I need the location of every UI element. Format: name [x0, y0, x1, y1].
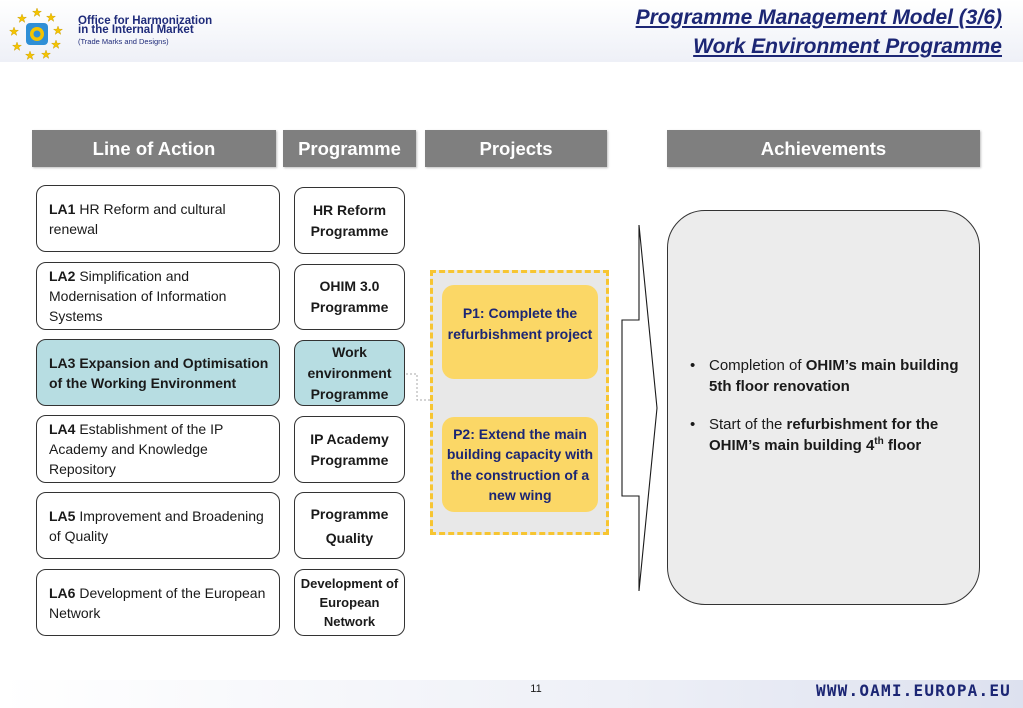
la-description: Simplification and Modernisation of Info…	[49, 268, 227, 324]
organization-subtitle: (Trade Marks and Designs)	[78, 37, 169, 46]
achievement-emphasis: OHIM’s main building 5th floor renovatio…	[709, 357, 959, 395]
footer-band	[0, 680, 1023, 708]
achievement-text: Start of the	[709, 416, 787, 433]
la-description: Improvement and Broadening of Quality	[49, 507, 264, 544]
la-description: HR Reform and cultural renewal	[49, 200, 226, 237]
line-of-action-la4: LA4 Establishment of the IP Academy and …	[36, 415, 280, 483]
la-text: LA6 Development of the European Network	[49, 583, 269, 623]
website-url[interactable]: WWW.OAMI.EUROPA.EU	[816, 681, 1011, 700]
achievement-text: Completion of	[709, 357, 806, 374]
la-text: LA3 Expansion and Optimisation of the Wo…	[49, 353, 269, 393]
achievements-list: • Completion of OHIM’s main building 5th…	[690, 355, 960, 473]
la-code: LA4	[49, 421, 76, 437]
achievements-header: Achievements	[667, 130, 980, 167]
programme-hr-reform: HR Reform Programme	[294, 187, 405, 254]
project-p2-card: P2: Extend the main building capacity wi…	[442, 417, 598, 512]
projects-header: Projects	[425, 130, 607, 167]
bullet: •	[690, 416, 696, 433]
line-of-action-la6: LA6 Development of the European Network	[36, 569, 280, 636]
la-code: LA5	[49, 507, 76, 524]
ordinal-suffix: th	[874, 436, 884, 447]
la-text: LA5 Improvement and Broadening of Qualit…	[49, 506, 269, 546]
programme-ohim-3: OHIM 3.0 Programme	[294, 264, 405, 330]
la-description: Establishment of the IP Academy and Know…	[49, 421, 224, 477]
programme-project-connector	[406, 373, 432, 401]
top-header-band	[0, 0, 1023, 62]
projects-to-achievements-arrow-icon	[621, 224, 658, 592]
achievement-emphasis-text: refurbishment for the OHIM’s main buildi…	[709, 416, 939, 454]
programme-quality: Programme Quality	[294, 492, 405, 559]
la-description: Development of the European Network	[49, 584, 266, 621]
programme-header: Programme	[283, 130, 416, 167]
achievement-item: • Start of the refurbishment for the OHI…	[690, 414, 960, 456]
la-text: LA2 Simplification and Modernisation of …	[49, 266, 269, 326]
la-code: LA6	[49, 584, 76, 601]
line-of-action-la5: LA5 Improvement and Broadening of Qualit…	[36, 492, 280, 559]
la-text: LA1 HR Reform and cultural renewal	[49, 199, 269, 239]
ohim-logo	[8, 7, 64, 60]
line-of-action-la3: LA3 Expansion and Optimisation of the Wo…	[36, 339, 280, 406]
la-code: LA3	[49, 354, 76, 371]
org-name-line1: Office for Harmonization	[78, 15, 213, 27]
la-code: LA2	[49, 268, 76, 284]
programme-ip-academy: IP Academy Programme	[294, 416, 405, 483]
achievements-panel	[667, 210, 980, 605]
programme-work-environment: Work environment Programme	[294, 340, 405, 406]
la-description: Expansion and Optimisation of the Workin…	[49, 354, 269, 391]
la-text: LA4 Establishment of the IP Academy and …	[49, 419, 269, 479]
slide-subtitle: Work Environment Programme	[693, 35, 1002, 58]
achievement-emphasis-tail: floor	[883, 437, 922, 454]
org-name-line2: in the Internal Market	[78, 24, 194, 36]
line-of-action-la2: LA2 Simplification and Modernisation of …	[36, 262, 280, 330]
slide-title: Programme Management Model (3/6)	[635, 6, 1002, 29]
achievement-emphasis: refurbishment for the OHIM’s main buildi…	[709, 416, 938, 454]
project-p1-card: P1: Complete the refurbishment project	[442, 285, 598, 379]
page-number: 11	[530, 683, 542, 695]
bullet: •	[690, 357, 696, 374]
programme-european-network: Development of European Network	[294, 569, 405, 636]
line-of-action-la1: LA1 HR Reform and cultural renewal	[36, 185, 280, 252]
organization-name: Office for Harmonization in the Internal…	[78, 15, 213, 36]
la-code: LA1	[49, 200, 76, 217]
achievement-item: • Completion of OHIM’s main building 5th…	[690, 355, 960, 397]
line-of-action-header: Line of Action	[32, 130, 276, 167]
